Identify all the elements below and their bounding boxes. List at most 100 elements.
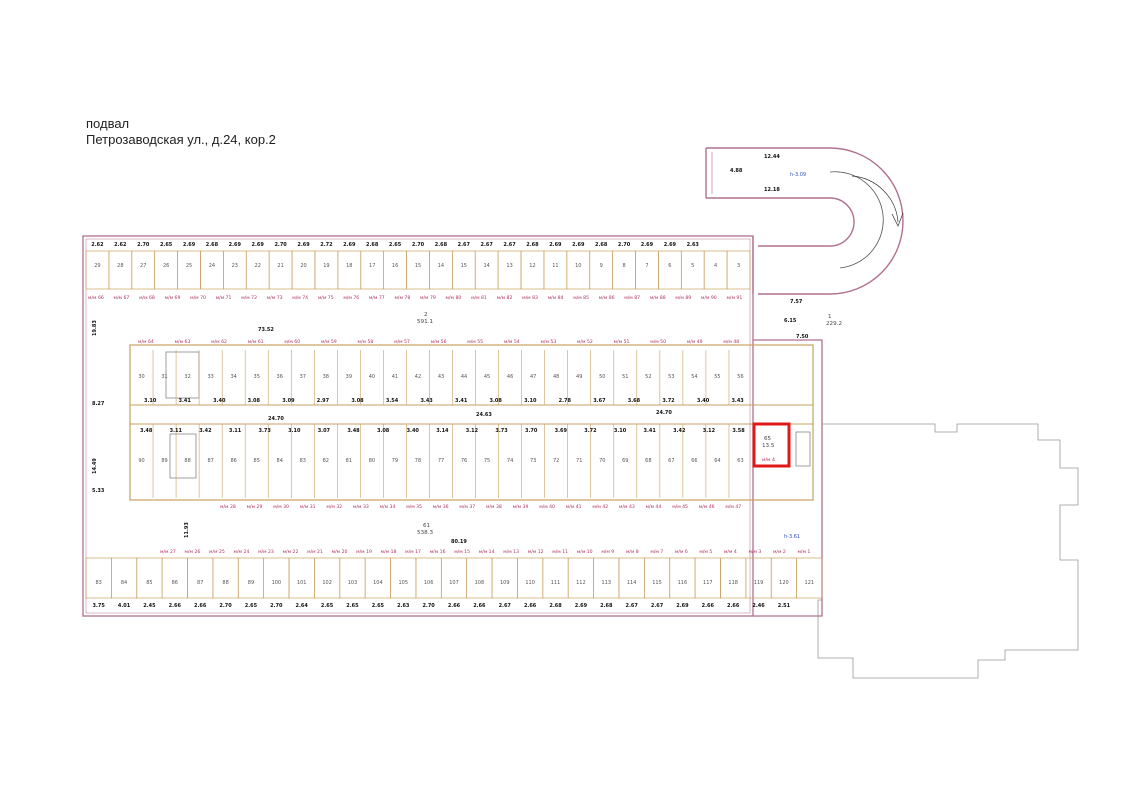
top-room-number: 14 <box>484 263 490 269</box>
top-width-dim: 2.70 <box>412 242 425 248</box>
bottom-parking-cell <box>212 557 239 599</box>
bottom-parking-label: м/м 9 <box>601 549 614 555</box>
bottom-room-number: 61 <box>423 523 431 529</box>
lower-parking-label: м/м 42 <box>592 504 608 510</box>
top-width-dim: 2.70 <box>618 242 631 248</box>
top-parking-cell <box>108 250 133 290</box>
upper-room-number: 38 <box>323 374 329 380</box>
top-width-dim: 2.70 <box>274 242 287 248</box>
upper-width-dim: 3.43 <box>731 398 744 404</box>
bottom-width-dim: 4.01 <box>118 603 131 609</box>
lower-room-number: 67 <box>668 458 674 464</box>
bottom-width-dim: 2.69 <box>676 603 689 609</box>
top-parking-cell <box>200 250 224 290</box>
upper-parking-label: м/м 53 <box>540 339 556 345</box>
lower-width-dim: 3.70 <box>525 428 538 434</box>
top-parking-cell <box>658 250 682 290</box>
bottom-parking-cell <box>161 557 188 599</box>
lower-parking-label: м/м 46 <box>699 504 715 510</box>
lower-parking-label: м/м 35 <box>406 504 422 510</box>
bottom-parking-label: м/м 10 <box>577 549 593 555</box>
lower-width-dim: 3.72 <box>584 428 597 434</box>
top-room-number: 3 <box>737 263 740 269</box>
top-parking-label: м/м 88 <box>650 295 666 301</box>
bottom-width-dim: 2.46 <box>752 603 765 609</box>
lower-parking-label: м/м 33 <box>353 504 369 510</box>
bottom-room-number: 108 <box>475 580 485 586</box>
corridor-dim-2: 24.63 <box>476 412 492 418</box>
bottom-parking-cell <box>136 557 163 599</box>
top-parking-cell <box>680 250 705 290</box>
lower-width-dim: 3.73 <box>258 428 271 434</box>
lower-width-dim: 3.73 <box>495 428 508 434</box>
bottom-parking-cell <box>440 557 468 599</box>
top-parking-cell <box>314 250 339 290</box>
upper-width-dim: 3.08 <box>351 398 364 404</box>
upper-room-number: 44 <box>461 374 467 380</box>
bottom-room-number: 84 <box>121 580 127 586</box>
lower-room-number: 85 <box>254 458 260 464</box>
top-parking-cell <box>337 250 362 290</box>
bottom-parking-label: м/м 6 <box>675 549 688 555</box>
top-parking-label: м/м 77 <box>369 295 385 301</box>
top-parking-cell <box>543 250 568 290</box>
bottom-parking-cell <box>643 557 671 599</box>
left-dim-4: 5.33 <box>92 488 105 494</box>
lower-width-dim: 3.10 <box>614 428 627 434</box>
lower-room-number: 90 <box>138 458 144 464</box>
upper-room-number: 50 <box>599 374 605 380</box>
highlight-room-area: 13.5 <box>762 443 775 449</box>
lower-parking-label: м/м 37 <box>459 504 475 510</box>
adjacent-building-outline <box>817 423 1079 679</box>
bottom-parking-label: м/м 18 <box>381 549 397 555</box>
top-width-dim: 2.69 <box>297 242 310 248</box>
upper-parking-label: м/м 49 <box>687 339 703 345</box>
bottom-parking-label: м/м 7 <box>650 549 663 555</box>
bottom-parking-cell <box>187 557 214 599</box>
top-room-number: 28 <box>117 263 123 269</box>
upper-parking-label: м/м 55 <box>467 339 483 345</box>
upper-width-dim: 3.40 <box>213 398 226 404</box>
bottom-parking-label: м/м 22 <box>283 549 299 555</box>
lower-width-dim: 3.48 <box>140 428 153 434</box>
upper-room-number: 43 <box>438 374 444 380</box>
top-room-number: 24 <box>209 263 215 269</box>
bottom-parking-label: м/м 2 <box>773 549 786 555</box>
bottom-parking-cell <box>491 557 518 599</box>
bottom-width-dim: 2.65 <box>372 603 385 609</box>
bottom-parking-cell <box>364 557 391 599</box>
upper-room-number: 41 <box>392 374 398 380</box>
bottom-parking-label: м/м 25 <box>209 549 225 555</box>
top-parking-label: м/м 74 <box>292 295 308 301</box>
top-width-dim: 2.68 <box>206 242 219 248</box>
bottom-room-number: 114 <box>627 580 637 586</box>
top-parking-row: 292.62282.62272.70262.65252.69242.68232.… <box>85 242 751 301</box>
upper-room-number: 55 <box>714 374 720 380</box>
upper-room-number: 54 <box>691 374 697 380</box>
ramp: 12.44 12.18 4.88 h-3.09 1 229.2 7.57 6.1… <box>705 147 904 340</box>
upper-parking-label: м/м 61 <box>248 339 264 345</box>
top-room-number: 25 <box>186 263 192 269</box>
bottom-width-dim: 2.70 <box>422 603 435 609</box>
bottom-width-dim: 2.51 <box>778 603 791 609</box>
highlighted-room[interactable]: 65 13.5 м/м 4 <box>752 422 791 468</box>
bottom-room-number: 100 <box>272 580 282 586</box>
top-width-dim: 2.72 <box>320 242 333 248</box>
bottom-room-area: 538.3 <box>417 530 433 536</box>
lower-width-dim: 3.10 <box>288 428 301 434</box>
bottom-room-number: 102 <box>322 580 332 586</box>
bottom-width-dim: 2.66 <box>194 603 207 609</box>
upper-parking-label: м/м 63 <box>175 339 191 345</box>
upper-room-number: 40 <box>369 374 375 380</box>
bottom-room-number: 119 <box>754 580 764 586</box>
bottom-room-number: 103 <box>348 580 358 586</box>
top-room-number: 6 <box>668 263 671 269</box>
ramp-width-1: 12.44 <box>764 154 780 160</box>
lower-parking-label: м/м 34 <box>380 504 396 510</box>
top-room-number: 11 <box>552 263 558 269</box>
lower-width-dim: 3.48 <box>347 428 360 434</box>
bottom-parking-cell <box>415 557 442 599</box>
upper-room-number: 30 <box>138 374 144 380</box>
top-room-area: 591.1 <box>417 319 433 325</box>
lower-width-dim: 3.42 <box>199 428 212 434</box>
